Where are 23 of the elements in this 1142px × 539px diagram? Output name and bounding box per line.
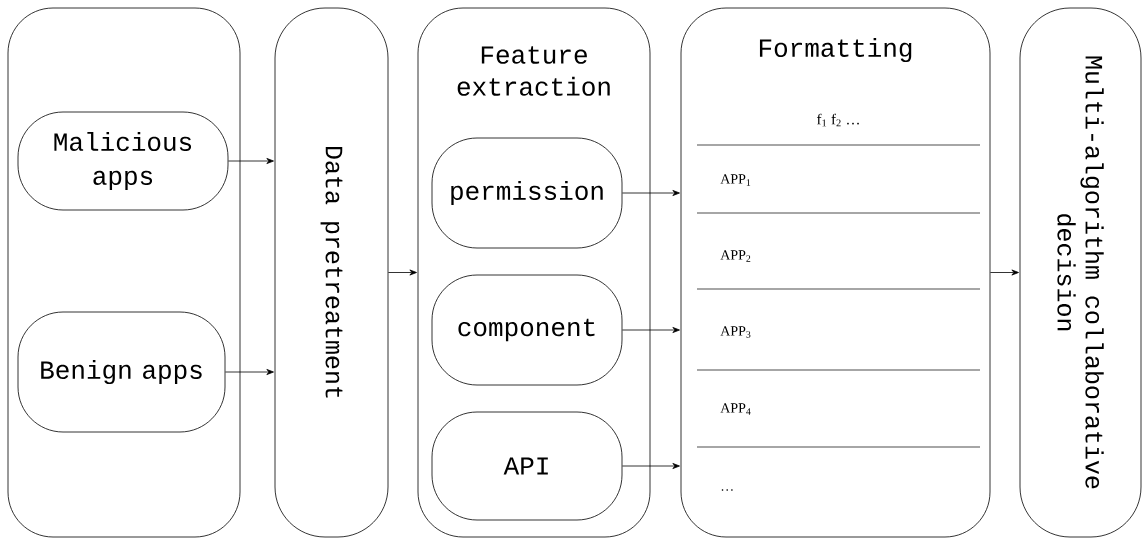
arrow <box>622 190 680 196</box>
row-label: … <box>721 489 733 491</box>
box-heading: Formatting <box>759 37 912 63</box>
rounded-box: Malicious apps <box>17 111 229 211</box>
rounded-box: Multi-algorithm collaborative decision <box>1019 7 1142 538</box>
rounded-box: component <box>431 274 623 386</box>
rounded-box: permission <box>431 137 623 249</box>
outline-box <box>7 7 241 538</box>
arrow <box>622 463 680 469</box>
arrow <box>622 327 680 333</box>
rounded-box: Data pretreatment <box>274 7 389 538</box>
column-header: f$_{1}$ f$_{2}$ … <box>816 113 859 127</box>
arrow <box>225 369 274 375</box>
rounded-box: Benign apps <box>17 311 226 433</box>
box-heading: Feature extraction <box>457 46 610 96</box>
rounded-box: API <box>431 411 623 521</box>
arrow <box>228 158 274 164</box>
row-label: APP$_{1}$ <box>720 174 751 186</box>
row-label: APP$_{4}$ <box>720 403 751 415</box>
row-label: APP$_{2}$ <box>720 250 751 262</box>
arrow <box>388 269 417 276</box>
arrow <box>990 269 1019 276</box>
row-label: APP$_{3}$ <box>720 326 751 338</box>
